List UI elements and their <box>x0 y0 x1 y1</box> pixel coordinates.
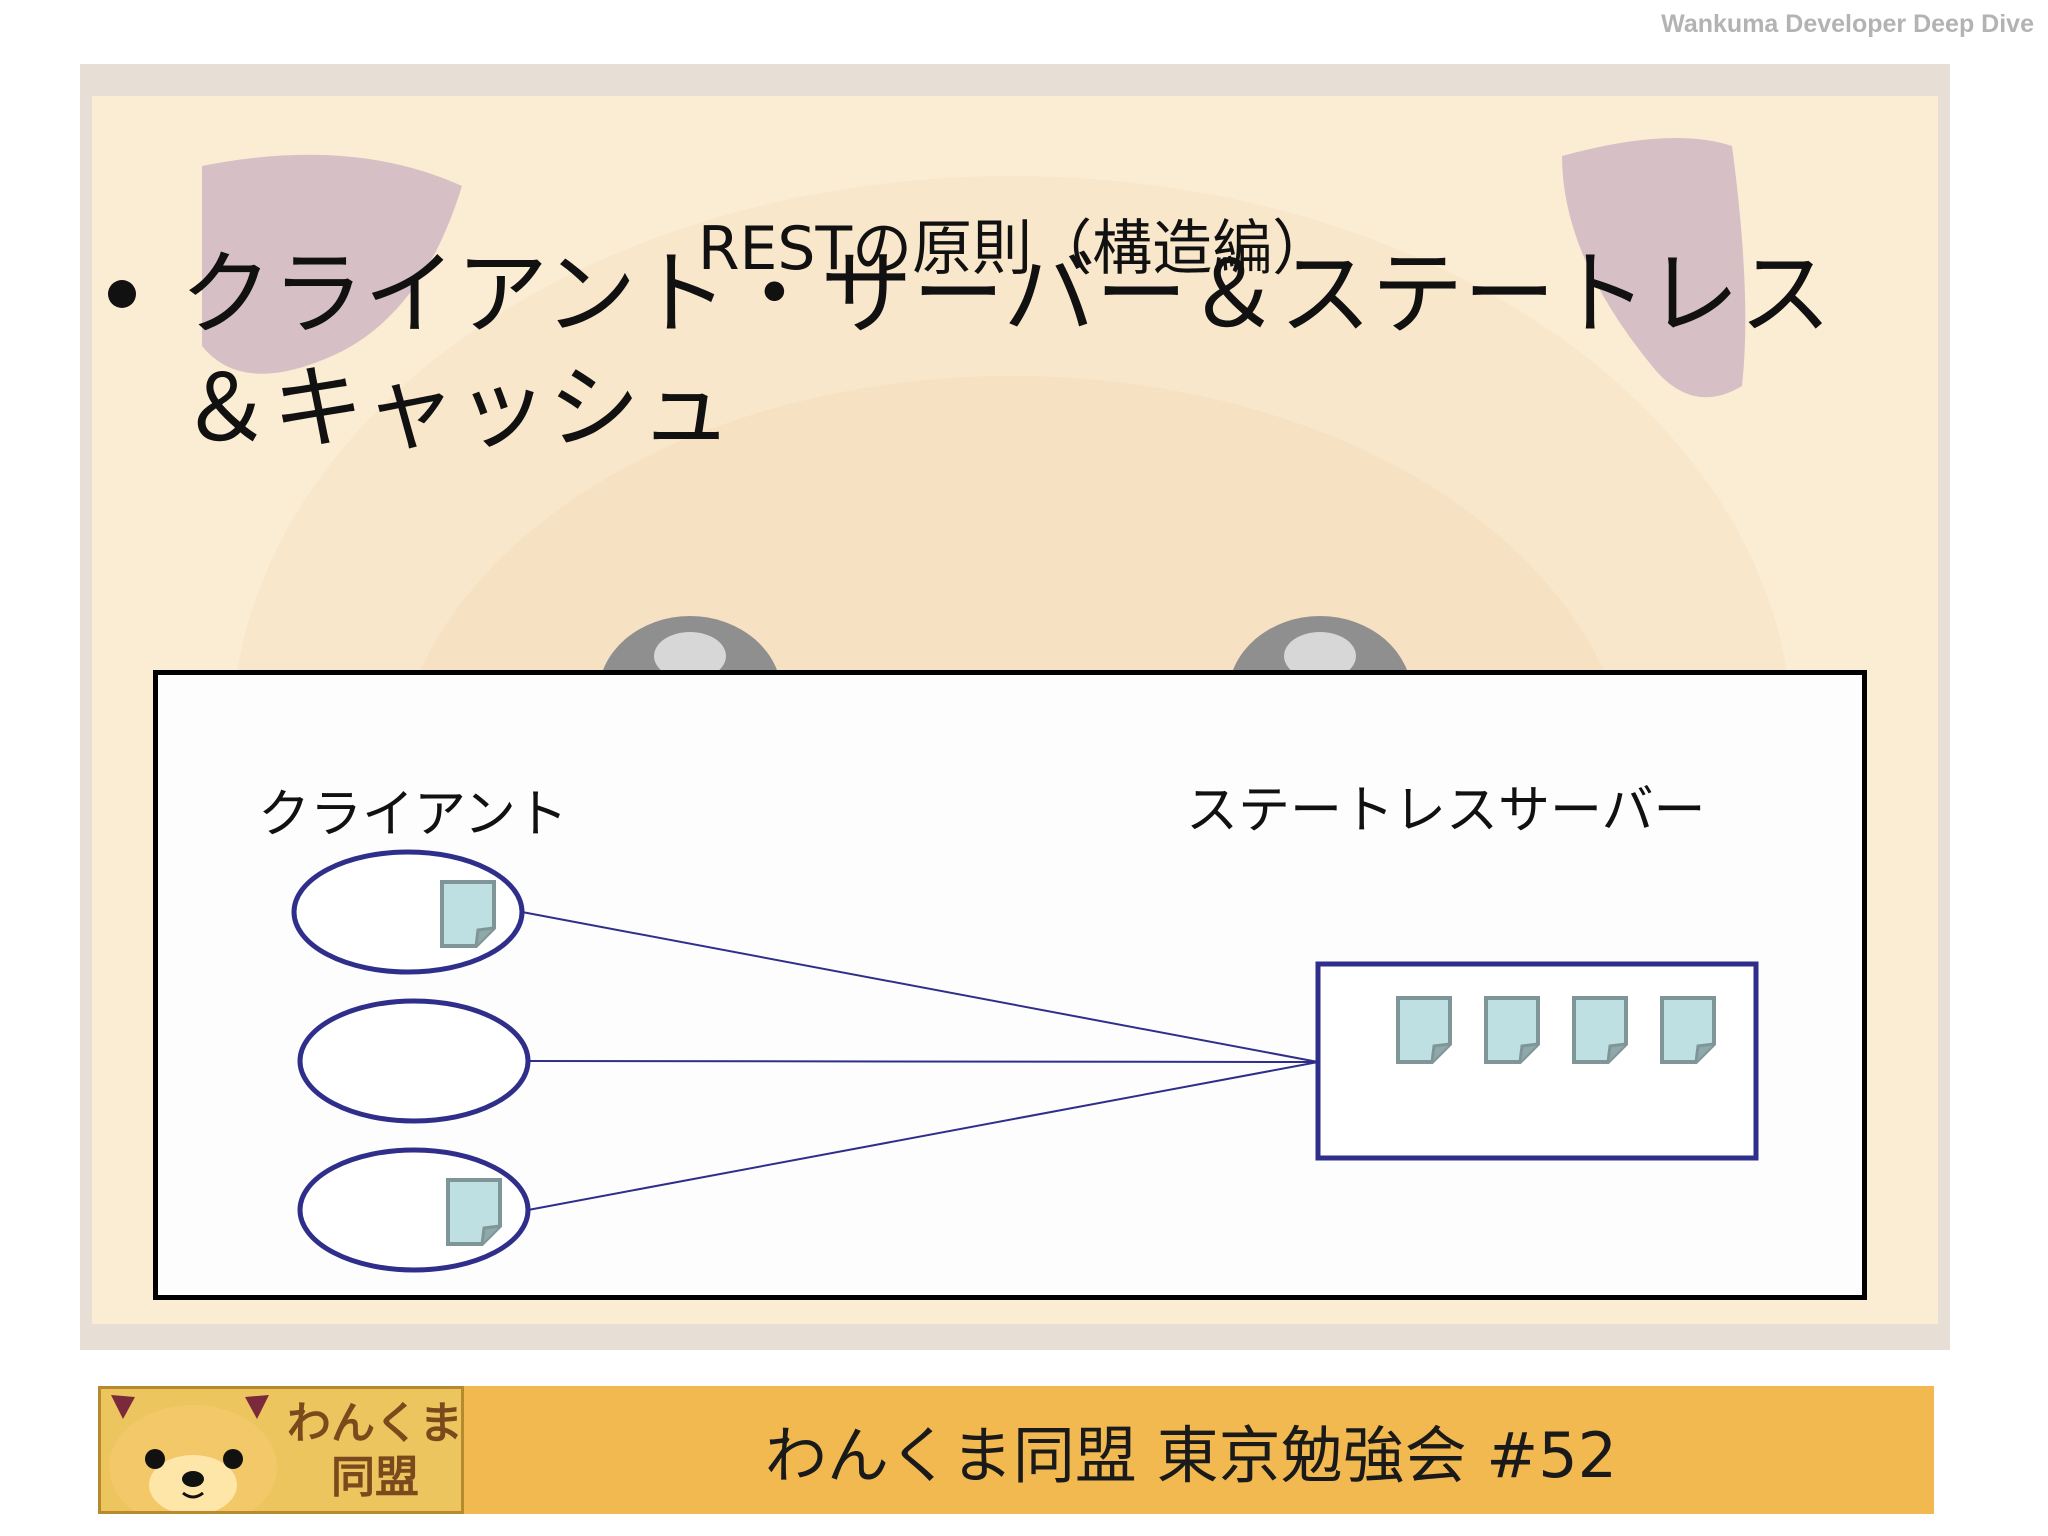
logo-line-1: わんくま <box>287 1398 463 1449</box>
slide-title: RESTの原則（構造編） <box>697 214 1333 284</box>
server-state-doc-4-fold <box>1694 1042 1715 1063</box>
server-state-doc-1 <box>1396 996 1452 1064</box>
client-state-doc-3-fold <box>480 1224 501 1245</box>
server-label: ステートレスサーバー <box>1186 781 1706 841</box>
server-state-doc-3 <box>1572 996 1628 1064</box>
server-state-doc-2 <box>1484 996 1540 1064</box>
bear-mascot-icon <box>109 1395 277 1511</box>
wankuma-logo: わんくま 同盟 <box>98 1386 464 1514</box>
client-state-doc-1-fold <box>474 926 495 947</box>
client-label: クライアント <box>258 785 568 845</box>
bullet-line-2: ＆キャッシュ <box>180 355 733 462</box>
connection-line-3 <box>527 1061 1319 1211</box>
bullet-text: クライアント・サーバー＆ステートレス ＆キャッシュ <box>180 238 1880 466</box>
connection-line-1 <box>521 911 1319 1063</box>
watermark-text: Wankuma Developer Deep Dive <box>1661 10 2034 38</box>
client-node-2 <box>297 998 531 1124</box>
server-state-doc-3-fold <box>1606 1042 1627 1063</box>
bullet-line-1: クライアント・サーバー＆ステートレス <box>180 241 1832 348</box>
server-state-doc-1-fold <box>1430 1042 1451 1063</box>
logo-line-2: 同盟 <box>331 1452 419 1503</box>
logo-text: わんくま 同盟 <box>287 1397 463 1505</box>
connection-line-2 <box>527 1060 1319 1063</box>
footer-title: わんくま同盟 東京勉強会 #52 <box>764 1419 1618 1492</box>
client-state-doc-3 <box>446 1178 502 1246</box>
server-state-doc-2-fold <box>1518 1042 1539 1063</box>
bullet-dot <box>108 280 136 308</box>
client-state-doc-1 <box>440 880 496 948</box>
server-state-doc-4 <box>1660 996 1716 1064</box>
